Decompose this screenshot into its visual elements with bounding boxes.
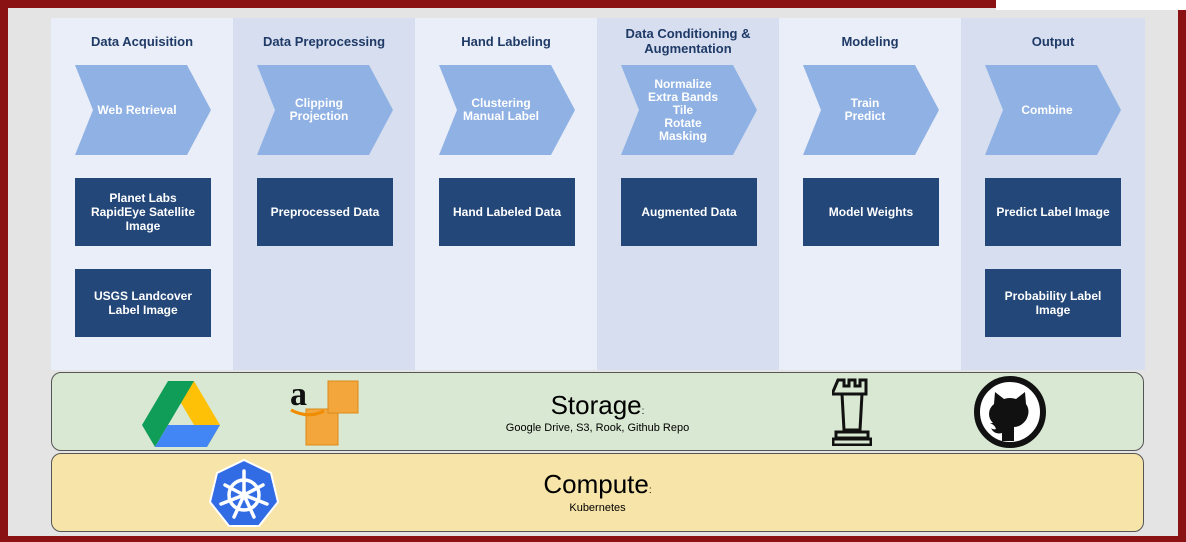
output-box: Predict Label Image: [985, 178, 1121, 246]
output-box: Model Weights: [803, 178, 939, 246]
step-chevron: Web Retrieval: [75, 65, 211, 155]
lane-title: Data Preprocessing: [262, 33, 386, 49]
github-icon: [974, 376, 1046, 448]
lane-output: Output Combine Predict Label Image Proba…: [961, 18, 1145, 370]
step-chevron: Clipping Projection: [257, 65, 393, 155]
output-box: Hand Labeled Data: [439, 178, 575, 246]
step-chevron: Normalize Extra Bands Tile Rotate Maskin…: [621, 65, 757, 155]
lane-title: Modeling: [841, 33, 899, 49]
rook-icon: [832, 378, 872, 446]
step-label: Combine: [1021, 102, 1073, 117]
step-label: Clustering Manual Label: [462, 96, 539, 123]
step-chevron: Combine: [985, 65, 1121, 155]
frame-notch: [996, 0, 1186, 10]
kubernetes-icon: [208, 458, 280, 527]
lane-hand-labeling: Hand Labeling Clustering Manual Label Ha…: [415, 18, 597, 370]
output-box: Preprocessed Data: [257, 178, 393, 246]
compute-band: Compute: Kubernetes: [51, 453, 1144, 532]
pipeline-lanes: Data Acquisition Web Retrieval Planet La…: [51, 18, 1145, 370]
storage-band: a Storage: Google Drive, S3, Rook, Githu…: [51, 372, 1144, 451]
lane-modeling: Modeling Train Predict Model Weights: [779, 18, 961, 370]
step-label: Train Predict: [844, 96, 886, 123]
lane-title: Output: [1031, 33, 1075, 49]
storage-title: Storage:: [550, 390, 645, 420]
lane-title: Data Conditioning & Augmentation: [625, 26, 751, 56]
output-box: Augmented Data: [621, 178, 757, 246]
lane-data-preprocessing: Data Preprocessing Clipping Projection P…: [233, 18, 415, 370]
step-chevron: Clustering Manual Label: [439, 65, 575, 155]
lane-data-acquisition: Data Acquisition Web Retrieval Planet La…: [51, 18, 233, 370]
compute-title: Compute:: [543, 469, 652, 499]
output-box: USGS Landcover Label Image: [75, 269, 211, 337]
step-label: Normalize Extra Bands Tile Rotate Maskin…: [647, 76, 719, 143]
google-drive-icon: [142, 381, 220, 447]
storage-subtitle: Google Drive, S3, Rook, Github Repo: [505, 422, 690, 434]
amazon-s3-icon: a: [290, 376, 359, 446]
lane-title: Data Acquisition: [90, 33, 194, 49]
lane-title: Hand Labeling: [461, 33, 551, 49]
step-label: Clipping Projection: [289, 96, 349, 123]
lane-data-conditioning: Data Conditioning & Augmentation Normali…: [597, 18, 779, 370]
output-box: Probability Label Image: [985, 269, 1121, 337]
output-box: Planet Labs RapidEye Satellite Image: [75, 178, 211, 246]
compute-subtitle: Kubernetes: [569, 502, 626, 514]
step-label: Web Retrieval: [97, 102, 177, 117]
step-chevron: Train Predict: [803, 65, 939, 155]
svg-text:a: a: [290, 376, 307, 413]
